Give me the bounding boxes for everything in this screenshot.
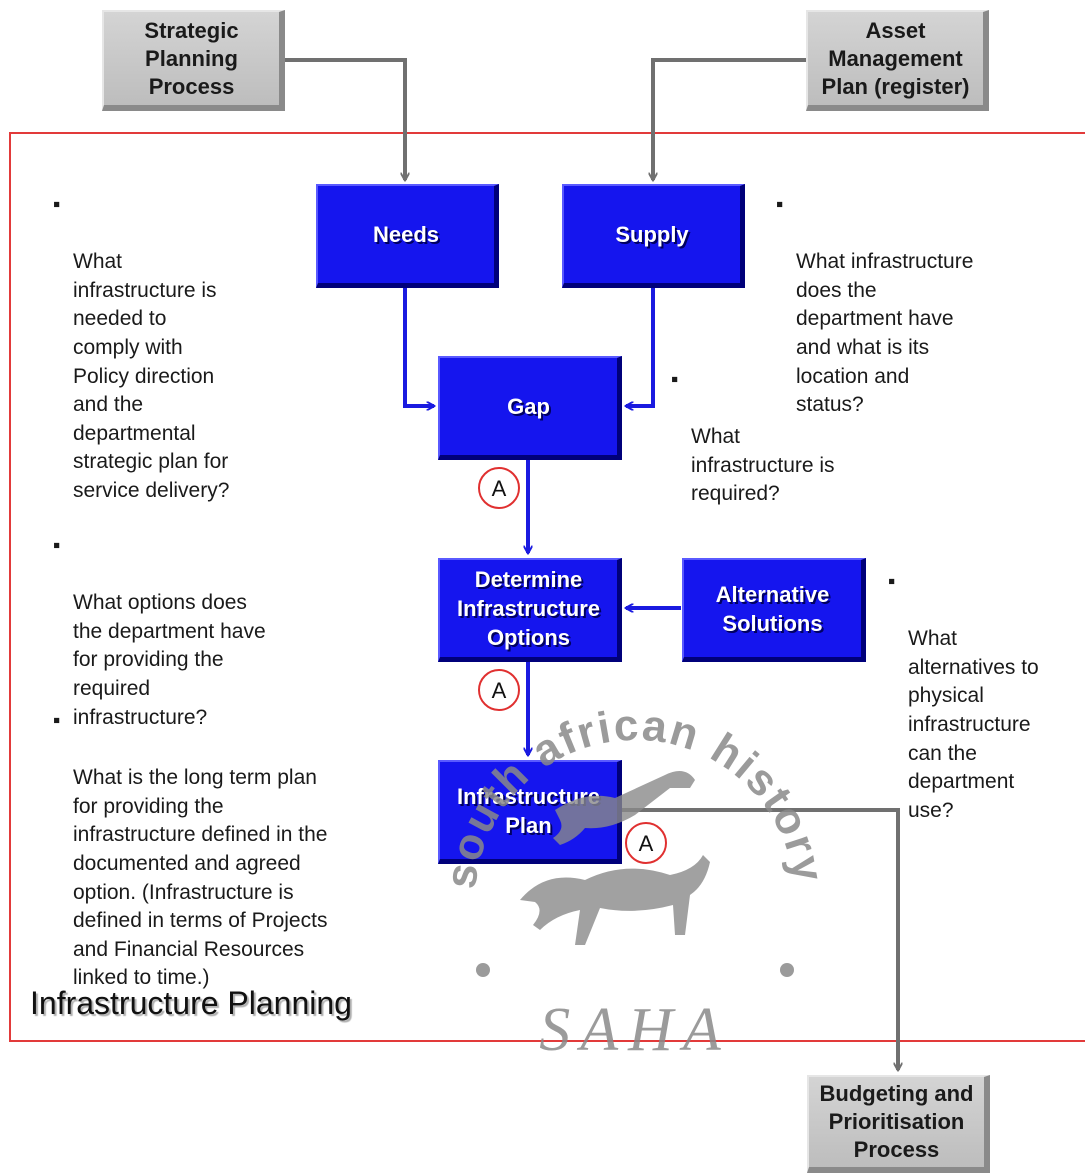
alternative-solutions-box: Alternative Solutions xyxy=(682,558,866,662)
note-options-question: ▪ What options does the department have … xyxy=(53,532,266,732)
bullet-icon: ▪ xyxy=(776,193,784,216)
note-gap-question: ▪ What infrastructure is required? xyxy=(671,366,835,509)
infrastructure-planning-title: Infrastructure Planning xyxy=(30,985,352,1021)
note-supply-question: ▪ What infrastructure does the departmen… xyxy=(776,191,974,420)
determine-infrastructure-options-box: Determine Infrastructure Options xyxy=(438,558,622,662)
budgeting-prioritisation-process-box: Budgeting and Prioritisation Process xyxy=(807,1075,990,1173)
arrow-strategic-to-needs xyxy=(283,58,405,180)
note-options-text: What options does the department have fo… xyxy=(73,591,266,729)
bullet-icon: ▪ xyxy=(53,193,61,216)
needs-box: Needs xyxy=(316,184,499,288)
supply-box: Supply xyxy=(562,184,745,288)
svg-text:A: A xyxy=(492,678,507,703)
gap-box: Gap xyxy=(438,356,622,460)
infrastructure-planning-frame xyxy=(9,132,1085,1042)
note-needs-text: What infrastructure is needed to comply … xyxy=(73,250,230,502)
connector-a-1: A xyxy=(478,467,520,509)
strategic-planning-process-box: Strategic Planning Process xyxy=(102,10,285,111)
svg-text:SAHA: SAHA xyxy=(539,996,731,1064)
svg-text:A: A xyxy=(492,476,507,501)
arrow-plan-to-budgeting xyxy=(620,808,898,1070)
note-plan-question: ▪ What is the long term plan for providi… xyxy=(53,707,328,993)
bullet-icon: ▪ xyxy=(671,368,679,391)
note-needs-question: ▪ What infrastructure is needed to compl… xyxy=(53,191,230,506)
asset-management-plan-box: Asset Management Plan (register) xyxy=(806,10,989,111)
bullet-icon: ▪ xyxy=(53,709,61,732)
note-alternatives-text: What alternatives to physical infrastruc… xyxy=(908,627,1039,822)
saha-watermark-logo: south african history archive SAHA xyxy=(435,670,834,1064)
arrow-asset-to-supply xyxy=(653,58,808,180)
note-alternatives-question: ▪ What alternatives to physical infrastr… xyxy=(888,568,1039,825)
bullet-icon: ▪ xyxy=(888,570,896,593)
note-plan-text: What is the long term plan for providing… xyxy=(73,766,328,990)
arrow-needs-to-gap xyxy=(403,287,434,406)
connector-a-2: A xyxy=(478,669,520,711)
note-gap-text: What infrastructure is required? xyxy=(691,425,835,506)
bullet-icon: ▪ xyxy=(53,534,61,557)
svg-text:A: A xyxy=(639,831,654,856)
svg-text:south african history archive: south african history archive xyxy=(435,670,834,900)
arrow-supply-to-gap xyxy=(626,287,655,406)
note-supply-text: What infrastructure does the department … xyxy=(796,250,974,417)
connector-a-3: A xyxy=(625,822,667,864)
